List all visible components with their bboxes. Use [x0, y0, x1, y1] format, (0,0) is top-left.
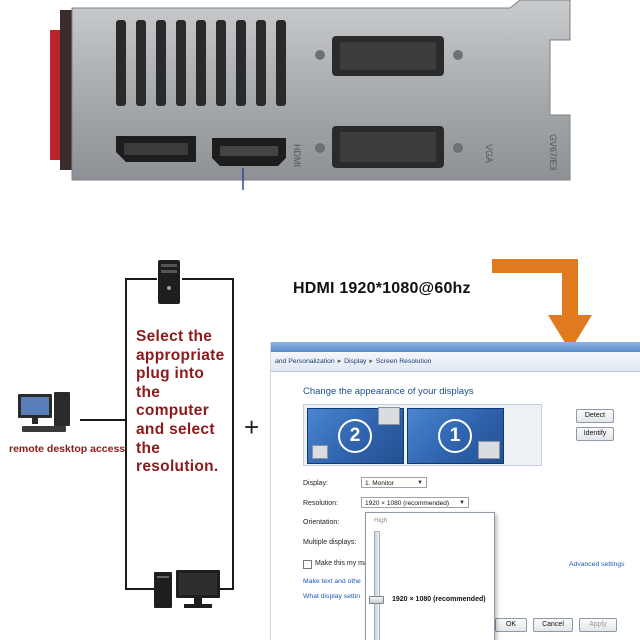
advanced-settings-link[interactable]: Advanced settings [569, 561, 625, 568]
instruction-line: Select the [136, 328, 213, 345]
bracket-model-label: GV67/E3 [548, 134, 558, 171]
window-thumbnail-icon [378, 407, 400, 425]
display-select-value: 1. Monitor [365, 480, 394, 487]
desktop-tower-icon [158, 260, 180, 304]
instruction-line: computer [136, 402, 210, 420]
calculator-thumbnail-icon [478, 441, 500, 459]
app-thumbnail-icon [312, 445, 328, 459]
instruction-line: the [136, 383, 161, 401]
instruction-line: appropriate [136, 346, 225, 364]
window-title-bar [271, 342, 640, 352]
instruction-line: resolution. [136, 458, 219, 476]
diagram-line-top-right [182, 278, 234, 280]
main-display-checkbox[interactable] [303, 560, 312, 569]
diagram-line-left [125, 278, 127, 590]
instruction-line: and select [136, 420, 215, 438]
slider-high-label: High [374, 517, 388, 524]
monitor-1-tile[interactable]: 1 [407, 408, 504, 464]
orange-arrow-icon [492, 259, 592, 351]
page-title: Change the appearance of your displays [303, 386, 474, 397]
resolution-current-value: 1920 × 1080 (recommended) [392, 596, 486, 603]
diagram-line-remote [80, 419, 126, 421]
chevron-down-icon: ▼ [459, 500, 465, 506]
identify-button[interactable]: Identify [576, 427, 614, 441]
plus-sign: + [244, 412, 260, 442]
multiple-displays-label: Multiple displays: [303, 539, 357, 546]
resolution-select[interactable]: 1920 × 1080 (recommended) ▼ [361, 497, 469, 508]
apply-button[interactable]: Apply [579, 618, 617, 632]
breadcrumb[interactable]: and Personalization▸Display▸Screen Resol… [271, 352, 640, 372]
diagram-line-top [125, 278, 157, 280]
orientation-label: Orientation: [303, 519, 340, 526]
breadcrumb-separator-icon: ▸ [337, 358, 342, 365]
resolution-label: Resolution: [303, 500, 339, 507]
resolution-headline: HDMI 1920*1080@60hz [293, 280, 471, 297]
remote-computer-icon [18, 392, 70, 432]
hdmi-port-label: HDMI [292, 144, 302, 167]
instruction-text: Select the appropriate plug into the com… [136, 328, 246, 477]
display-settings-help-link[interactable]: What display settin [303, 593, 361, 600]
gpu-bracket-illustration: HDMI VGA GV67/E3 [50, 0, 571, 190]
chevron-down-icon: ▼ [417, 480, 423, 486]
instruction-line: the [136, 439, 161, 457]
ok-button[interactable]: OK [495, 618, 527, 632]
text-size-link[interactable]: Make text and othe [303, 578, 361, 585]
display-label: Display: [303, 480, 328, 487]
resolution-dropdown[interactable]: High 1920 × 1080 (recommended) [365, 512, 495, 640]
monitor-2-tile[interactable]: 2 [307, 407, 404, 464]
monitor-arrangement: 2 1 [303, 404, 542, 466]
resolution-slider-thumb[interactable] [369, 596, 384, 604]
cancel-button[interactable]: Cancel [533, 618, 573, 632]
breadcrumb-item[interactable]: and Personalization [275, 358, 335, 365]
screen-resolution-window: and Personalization▸Display▸Screen Resol… [270, 342, 640, 640]
vga-port-label: VGA [484, 144, 494, 163]
breadcrumb-item[interactable]: Screen Resolution [375, 358, 432, 365]
resolution-select-value: 1920 × 1080 (recommended) [365, 500, 450, 507]
detect-button[interactable]: Detect [576, 409, 614, 423]
main-display-label: Make this my ma [315, 560, 368, 567]
diagram-line-bottom [125, 588, 155, 590]
breadcrumb-item[interactable]: Display [344, 358, 367, 365]
diagram-line-bottom-right [218, 588, 234, 590]
diagram-line-right [232, 278, 234, 590]
monitor-number: 2 [338, 419, 372, 453]
breadcrumb-separator-icon: ▸ [369, 358, 373, 365]
remote-desktop-label: remote desktop access [9, 443, 126, 455]
pc-with-monitor-icon [154, 570, 220, 608]
display-select[interactable]: 1. Monitor ▼ [361, 477, 427, 488]
instruction-line: plug into [136, 365, 205, 383]
resolution-slider-track[interactable] [374, 531, 380, 640]
monitor-number: 1 [438, 419, 472, 453]
